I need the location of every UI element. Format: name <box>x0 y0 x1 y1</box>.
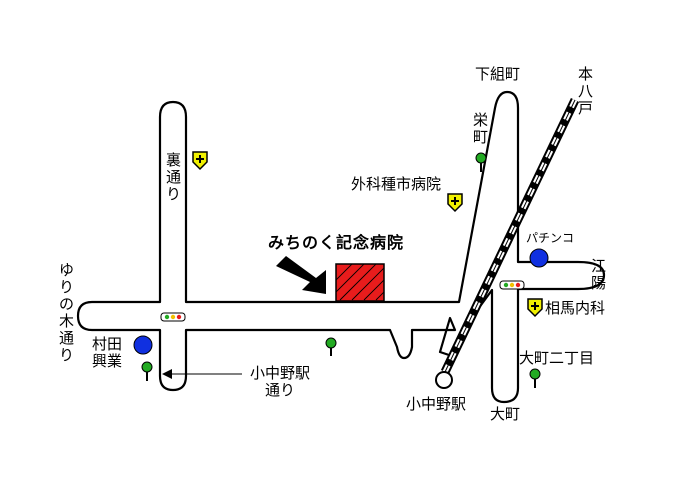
hospital-name-label: みちのく記念病院 <box>268 233 405 252</box>
hon-hachinohe-label: 本八戸 <box>577 65 593 117</box>
clinic-marker-icon <box>527 298 543 318</box>
leader-arrowhead <box>162 369 172 379</box>
shimogumi-cho-label: 下組町 <box>475 65 521 83</box>
ura-dori-label: 裏通り <box>165 151 181 203</box>
pachinko-label: パチンコ <box>526 231 575 245</box>
sakae-cho-label: 栄町 <box>472 111 488 146</box>
station-circle-icon <box>435 371 453 389</box>
konakano-eki-label: 小中野駅 <box>406 395 467 413</box>
pointer-arrow-icon <box>276 256 326 294</box>
clinic-marker-icon <box>192 151 208 171</box>
tree-icon <box>475 152 487 172</box>
hospital-building-icon <box>335 263 385 302</box>
traffic-signal-icon <box>499 280 525 290</box>
omachi-nichome-label: 大町二丁目 <box>519 349 595 367</box>
soma-naika-label: 相馬内科 <box>545 299 606 317</box>
yurinoki-dori-label: ゆりの木通り <box>58 261 74 364</box>
railway-line <box>440 98 580 374</box>
landmark-dot-icon <box>529 248 549 268</box>
clinic-marker-icon <box>447 193 463 213</box>
tree-icon <box>529 368 541 388</box>
konakano-eki-dori-label: 小中野駅通り <box>249 364 310 399</box>
landmark-dot-icon <box>133 335 153 355</box>
omachi-label: 大町 <box>490 405 521 423</box>
tree-icon <box>325 337 337 356</box>
traffic-signal-icon <box>160 312 186 322</box>
tree-icon <box>141 361 153 381</box>
e-yo-label: 江陽 <box>590 257 606 292</box>
geka-clinic-label: 外科種市病院 <box>351 175 442 193</box>
murata-kogyo-label: 村田興業 <box>92 335 123 370</box>
road-network <box>76 90 606 404</box>
